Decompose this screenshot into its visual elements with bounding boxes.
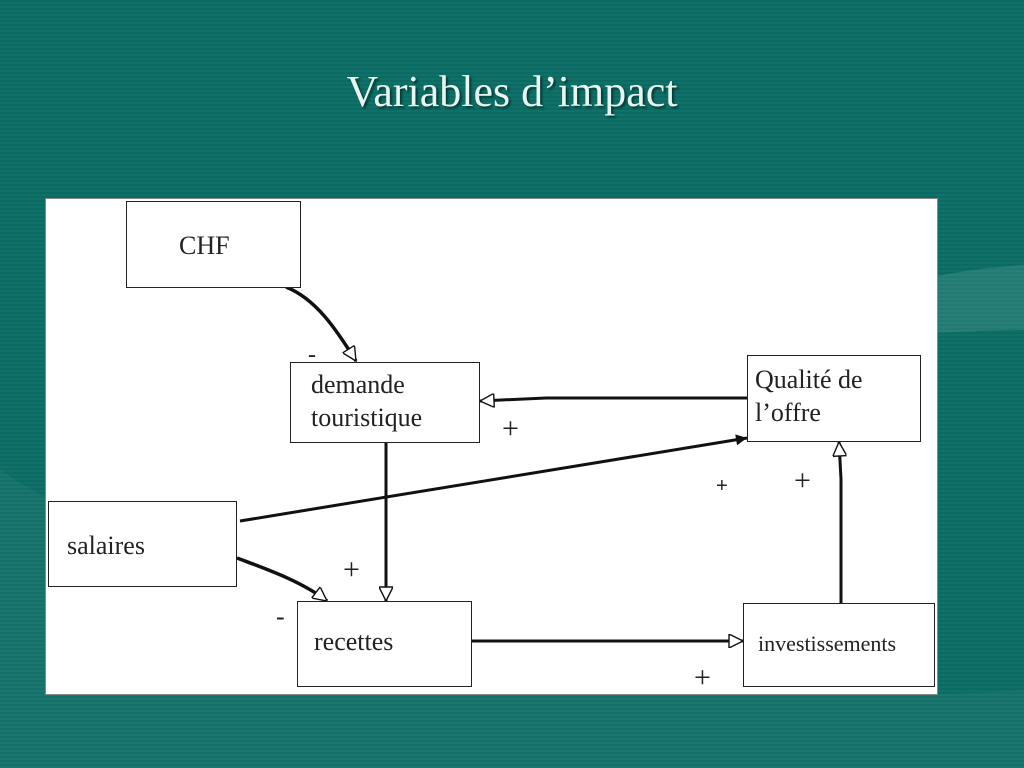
diagram-edges xyxy=(236,285,937,694)
sign-recettes-to-invest: + xyxy=(694,661,711,694)
edge-qualite-to-demande xyxy=(480,398,747,401)
edge-chf-to-demande xyxy=(285,285,358,361)
sign-demande-to-recettes: + xyxy=(343,553,360,586)
node-investissements: investissements xyxy=(743,603,935,687)
node-demande-touristique: demande touristique xyxy=(290,362,480,443)
slide-title: Variables d’impact xyxy=(346,67,678,116)
edge-salaires-to-qualite xyxy=(239,434,748,523)
node-chf: CHF xyxy=(126,201,301,288)
node-salaires: salaires xyxy=(48,501,237,587)
node-chf-label: CHF xyxy=(179,231,230,260)
node-recettes: recettes xyxy=(297,601,472,687)
node-qualite-label: Qualité de l’offre xyxy=(755,365,863,427)
edge-salaires-to-recettes xyxy=(236,556,327,603)
node-recettes-label: recettes xyxy=(314,627,394,656)
edge-invest-to-qualite xyxy=(839,442,841,603)
sign-invest-to-qualite: + xyxy=(794,464,811,497)
node-salaires-label: salaires xyxy=(67,531,145,560)
sign-chf-to-demande: - xyxy=(308,342,316,368)
sign-qualite-to-demande: + xyxy=(502,412,519,445)
diagram-canvas: CHF demande touristique Qualité de l’off… xyxy=(45,198,938,695)
node-qualite-offre: Qualité de l’offre xyxy=(747,355,921,442)
sign-salaires-to-recettes: - xyxy=(276,602,285,631)
node-demande-label: demande touristique xyxy=(311,370,423,432)
sign-salaires-to-qualite: + xyxy=(716,475,728,497)
node-investissements-label: investissements xyxy=(758,631,897,656)
